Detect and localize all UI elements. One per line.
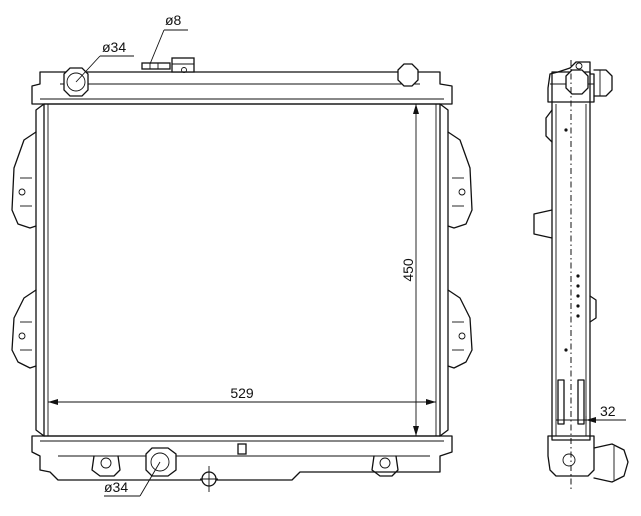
inlet-diameter-callout: ø34 [75,39,134,83]
side-bottom-tank [547,435,595,477]
outlet-pipe [145,447,177,477]
inlet-diameter-label: ø34 [102,39,126,55]
top-tank [31,71,453,105]
left-bottom-mount [91,455,121,477]
left-side-plate [35,103,45,437]
side-top-tank [547,61,595,103]
side-view: 32 [533,60,629,490]
right-bottom-mount [371,455,399,477]
right-side-plate [439,103,449,437]
front-view: 450 529 ø34 ø8 ø34 [11,12,473,497]
overflow-diameter-callout: ø8 [149,12,188,65]
bottom-sensor [237,443,247,455]
top-drain-plug [397,63,419,87]
core [43,103,441,437]
bottom-tank [31,435,453,481]
left-upper-bracket [11,131,37,229]
right-upper-bracket [447,131,473,229]
filler-cap [171,57,195,73]
width-dimension: 529 [48,385,436,405]
outlet-diameter-label: ø34 [104,479,128,495]
height-dimension: 450 [400,104,419,436]
side-outlet-nozzle [593,443,629,483]
left-lower-bracket [11,289,37,369]
overflow-tube [141,62,171,70]
bottom-drain [200,466,218,492]
thickness-label: 32 [600,403,616,419]
outlet-diameter-callout: ø34 [104,461,161,497]
width-label: 529 [230,385,254,401]
thickness-dimension: 32 [556,403,626,424]
side-filler-neck [593,69,613,97]
height-label: 450 [400,258,416,282]
right-lower-bracket [447,289,473,369]
overflow-diameter-label: ø8 [165,12,182,28]
